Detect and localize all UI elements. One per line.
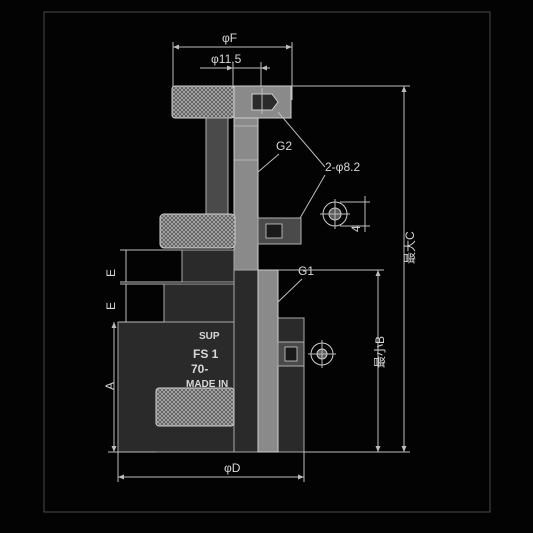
label-phi-11-5: φ11.5 — [211, 52, 242, 66]
lower-bolt-detail — [308, 340, 336, 368]
dimension-min-b — [278, 269, 384, 453]
dimension-max-c — [292, 85, 410, 453]
dimension-e-upper — [120, 249, 182, 283]
nameplate-model-1: FS 1 — [193, 347, 219, 361]
body-main — [117, 321, 235, 453]
leader-g2 — [257, 153, 280, 173]
inner-column — [257, 269, 279, 453]
middle-knurled-nut — [159, 213, 236, 249]
top-cap-hole — [251, 93, 279, 111]
leader-g1 — [277, 278, 303, 303]
dimension-e-lower — [120, 283, 164, 323]
label-g1: G1 — [298, 264, 314, 278]
center-screw — [233, 117, 259, 271]
body-upper-ring — [181, 249, 235, 283]
label-g2: G2 — [276, 139, 292, 153]
dimension-phi-d — [117, 452, 305, 482]
drawing-frame — [43, 11, 491, 513]
label-e-lower: E — [104, 302, 118, 310]
lower-knurled-base — [155, 387, 235, 427]
label-a: A — [103, 382, 117, 390]
label-2-phi-8-2: 2-φ8.2 — [325, 160, 360, 174]
upper-spindle — [205, 117, 229, 219]
label-min-b: 最小B — [373, 336, 387, 368]
label-e-upper: E — [104, 269, 118, 277]
side-bolt-detail — [320, 196, 370, 232]
nameplate-made-in: MADE IN — [186, 379, 228, 390]
nameplate-model-2: 70- — [191, 362, 208, 376]
dimension-a — [108, 322, 156, 453]
leader-2-phi-8-2-a — [277, 111, 326, 168]
label-four: 4 — [349, 225, 363, 232]
label-max-c: 最大C — [403, 231, 417, 264]
dimension-phi-f — [172, 42, 293, 100]
label-phi-f: φF — [222, 31, 237, 45]
top-knurled-cap — [171, 85, 235, 119]
body-middle-ring — [163, 283, 235, 323]
body-right-step — [277, 317, 305, 453]
side-screw — [257, 217, 302, 245]
nameplate-brand: SUP — [199, 331, 220, 342]
lower-side-screw — [277, 341, 305, 367]
nameplate: SUP FS 1 70- MADE IN — [186, 331, 228, 390]
label-phi-d: φD — [224, 461, 241, 475]
